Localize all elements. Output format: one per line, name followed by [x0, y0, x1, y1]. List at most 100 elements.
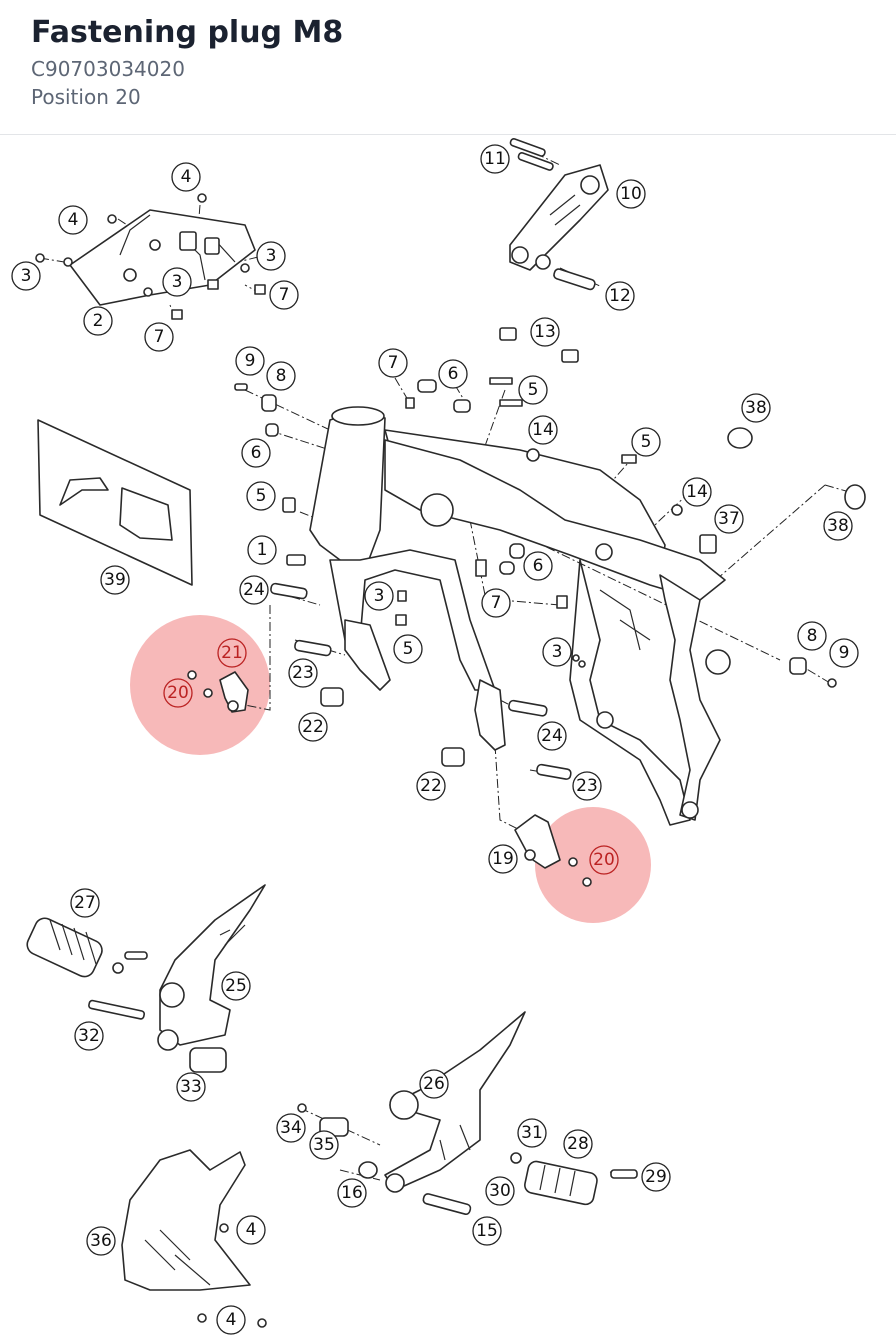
- callout-22[interactable]: 22: [416, 771, 446, 801]
- svg-text:23: 23: [576, 776, 598, 796]
- svg-text:3: 3: [172, 272, 183, 292]
- callout-29[interactable]: 29: [641, 1162, 671, 1192]
- callout-28[interactable]: 28: [563, 1129, 593, 1159]
- svg-text:38: 38: [827, 516, 849, 536]
- callout-7[interactable]: 7: [481, 588, 511, 618]
- callout-7[interactable]: 7: [144, 322, 174, 352]
- svg-text:32: 32: [78, 1026, 100, 1046]
- callout-4[interactable]: 4: [236, 1215, 266, 1245]
- svg-text:4: 4: [226, 1310, 237, 1330]
- callout-30[interactable]: 30: [485, 1176, 515, 1206]
- svg-text:7: 7: [491, 593, 502, 613]
- callout-21[interactable]: 21: [217, 638, 247, 668]
- highlight-marker-position-20-left: [130, 615, 270, 755]
- callout-3[interactable]: 3: [542, 637, 572, 667]
- callout-38[interactable]: 38: [741, 393, 771, 423]
- exploded-parts-diagram: 4 4 3 3 3 7 7 2 11 10 12 13 9 8 7 6 5 6 …: [11, 138, 866, 1335]
- callout-5[interactable]: 5: [631, 427, 661, 457]
- callout-22[interactable]: 22: [298, 712, 328, 742]
- svg-text:25: 25: [225, 976, 247, 996]
- svg-text:38: 38: [745, 398, 767, 418]
- callout-27[interactable]: 27: [70, 888, 100, 918]
- header: Fastening plug M8 C90703034020 Position …: [0, 0, 896, 135]
- callout-10[interactable]: 10: [616, 179, 646, 209]
- callout-8[interactable]: 8: [797, 621, 827, 651]
- callout-39[interactable]: 39: [100, 565, 130, 595]
- svg-text:19: 19: [492, 849, 514, 869]
- callout-3[interactable]: 3: [364, 581, 394, 611]
- svg-text:9: 9: [839, 643, 850, 663]
- callout-4[interactable]: 4: [216, 1305, 246, 1335]
- svg-text:8: 8: [276, 366, 287, 386]
- callout-14[interactable]: 14: [682, 477, 712, 507]
- callout-19[interactable]: 19: [488, 844, 518, 874]
- callout-35[interactable]: 35: [309, 1130, 339, 1160]
- callout-6[interactable]: 6: [438, 359, 468, 389]
- svg-text:9: 9: [245, 351, 256, 371]
- callout-20[interactable]: 20: [589, 845, 619, 875]
- svg-text:16: 16: [341, 1183, 363, 1203]
- callout-23[interactable]: 23: [572, 771, 602, 801]
- callout-14[interactable]: 14: [528, 415, 558, 445]
- callout-31[interactable]: 31: [517, 1118, 547, 1148]
- svg-text:13: 13: [534, 322, 556, 342]
- svg-text:22: 22: [302, 717, 324, 737]
- callout-25[interactable]: 25: [221, 971, 251, 1001]
- svg-text:10: 10: [620, 184, 642, 204]
- svg-text:24: 24: [243, 580, 265, 600]
- callout-38[interactable]: 38: [823, 511, 853, 541]
- callout-6[interactable]: 6: [523, 551, 553, 581]
- svg-text:8: 8: [807, 626, 818, 646]
- callout-36[interactable]: 36: [86, 1226, 116, 1256]
- callout-23[interactable]: 23: [288, 658, 318, 688]
- svg-text:1: 1: [257, 540, 268, 560]
- callout-3[interactable]: 3: [256, 241, 286, 271]
- callout-5[interactable]: 5: [518, 375, 548, 405]
- callout-5[interactable]: 5: [393, 634, 423, 664]
- callout-2[interactable]: 2: [83, 306, 113, 336]
- svg-text:4: 4: [68, 210, 79, 230]
- svg-text:24: 24: [541, 726, 563, 746]
- svg-text:3: 3: [266, 246, 277, 266]
- callout-24[interactable]: 24: [239, 575, 269, 605]
- callout-9[interactable]: 9: [829, 638, 859, 668]
- callout-37[interactable]: 37: [714, 504, 744, 534]
- callout-7[interactable]: 7: [378, 348, 408, 378]
- svg-text:27: 27: [74, 893, 96, 913]
- callout-33[interactable]: 33: [176, 1072, 206, 1102]
- callout-6[interactable]: 6: [241, 438, 271, 468]
- callout-20[interactable]: 20: [163, 678, 193, 708]
- svg-text:15: 15: [476, 1221, 498, 1241]
- svg-text:37: 37: [718, 509, 740, 529]
- callout-11[interactable]: 11: [480, 144, 510, 174]
- callout-9[interactable]: 9: [235, 346, 265, 376]
- callout-12[interactable]: 12: [605, 281, 635, 311]
- svg-text:20: 20: [167, 683, 189, 703]
- callout-15[interactable]: 15: [472, 1216, 502, 1246]
- svg-text:6: 6: [448, 364, 459, 384]
- parts: [26, 138, 866, 1328]
- svg-text:36: 36: [90, 1231, 112, 1251]
- callout-4[interactable]: 4: [58, 205, 88, 235]
- svg-text:5: 5: [256, 486, 267, 506]
- callout-8[interactable]: 8: [266, 361, 296, 391]
- callout-3[interactable]: 3: [11, 261, 41, 291]
- svg-text:29: 29: [645, 1167, 667, 1187]
- svg-text:31: 31: [521, 1123, 543, 1143]
- svg-text:11: 11: [484, 149, 506, 169]
- callout-26[interactable]: 26: [419, 1069, 449, 1099]
- highlight-markers: [130, 615, 651, 923]
- callout-13[interactable]: 13: [530, 317, 560, 347]
- callout-5[interactable]: 5: [246, 481, 276, 511]
- callout-32[interactable]: 32: [74, 1021, 104, 1051]
- callout-16[interactable]: 16: [337, 1178, 367, 1208]
- callout-1[interactable]: 1: [247, 535, 277, 565]
- callout-3[interactable]: 3: [162, 267, 192, 297]
- svg-text:28: 28: [567, 1134, 589, 1154]
- svg-text:6: 6: [533, 556, 544, 576]
- callout-34[interactable]: 34: [276, 1113, 306, 1143]
- callout-24[interactable]: 24: [537, 721, 567, 751]
- callout-4[interactable]: 4: [171, 162, 201, 192]
- svg-text:6: 6: [251, 443, 262, 463]
- callout-7[interactable]: 7: [269, 280, 299, 310]
